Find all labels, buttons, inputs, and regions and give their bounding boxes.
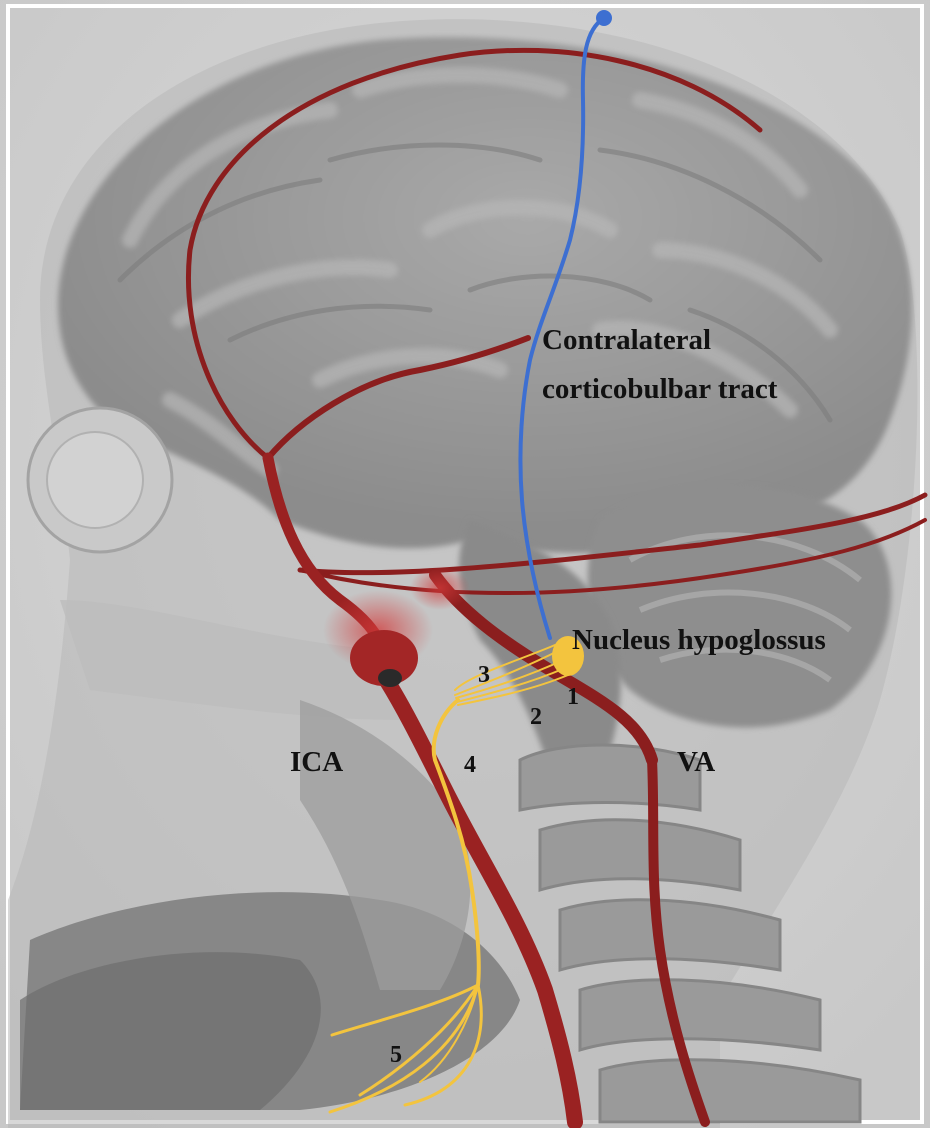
- segment-label-3: 3: [478, 662, 490, 688]
- eyeball: [47, 432, 143, 528]
- tract-label-line1: Contralateral: [542, 324, 711, 356]
- segment-label-2: 2: [530, 704, 542, 730]
- segment-label-1: 1: [567, 684, 579, 710]
- tract-origin-dot: [596, 10, 612, 26]
- carotid-bulb-hole: [378, 669, 402, 687]
- va-label: VA: [677, 746, 715, 778]
- ica-label: ICA: [290, 746, 343, 778]
- tract-label-line2: corticobulbar tract: [542, 373, 777, 405]
- basilar-haze: [410, 566, 470, 610]
- nucleus-label: Nucleus hypoglossus: [572, 624, 826, 656]
- segment-label-4: 4: [464, 752, 476, 778]
- segment-label-5: 5: [390, 1042, 402, 1068]
